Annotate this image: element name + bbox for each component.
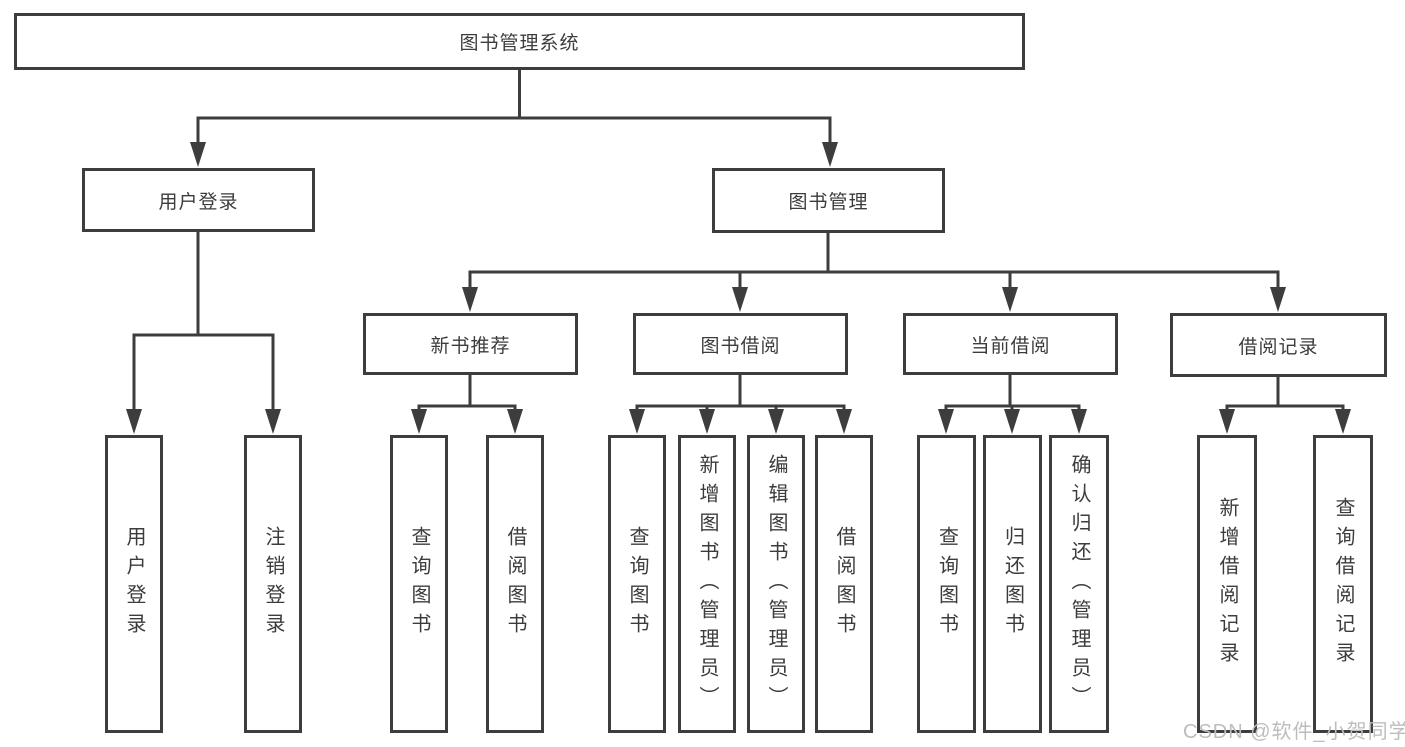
leaf-label: 新增借阅记录	[1216, 497, 1238, 671]
csdn-watermark: CSDN @软件_小贺同学	[1183, 721, 1405, 743]
leaf-recommend-borrow-books: 借阅图书	[486, 435, 544, 733]
leaf-label: 借阅图书	[833, 526, 855, 642]
leaf-logout: 注销登录	[244, 435, 302, 733]
node-user-login: 用户登录	[82, 168, 315, 232]
leaf-label: 注销登录	[262, 526, 284, 642]
leaf-label: 编辑图书（管理员）	[765, 453, 787, 715]
leaf-records-query-record: 查询借阅记录	[1313, 435, 1373, 733]
leaf-borrow-query-books: 查询图书	[608, 435, 666, 733]
leaf-borrow-add-books-admin: 新增图书（管理员）	[678, 435, 736, 733]
leaf-recommend-query-books: 查询图书	[390, 435, 448, 733]
node-borrow-records: 借阅记录	[1170, 313, 1387, 377]
node-book-borrow: 图书借阅	[633, 313, 848, 375]
node-root: 图书管理系统	[14, 13, 1025, 70]
leaf-current-confirm-return-admin: 确认归还（管理员）	[1049, 435, 1109, 733]
leaf-label: 确认归还（管理员）	[1068, 453, 1090, 715]
leaf-user-login: 用户登录	[105, 435, 163, 733]
leaf-label: 新增图书（管理员）	[696, 453, 718, 715]
leaf-label: 查询借阅记录	[1332, 497, 1354, 671]
leaf-current-query-books: 查询图书	[917, 435, 976, 733]
leaf-current-return-books: 归还图书	[983, 435, 1042, 733]
leaf-label: 借阅图书	[504, 526, 526, 642]
leaf-records-add-record: 新增借阅记录	[1197, 435, 1257, 733]
leaf-borrow-borrow-books: 借阅图书	[815, 435, 873, 733]
leaf-label: 用户登录	[123, 526, 145, 642]
leaf-borrow-edit-books-admin: 编辑图书（管理员）	[747, 435, 805, 733]
node-new-book-recommend: 新书推荐	[363, 313, 578, 375]
leaf-label: 查询图书	[408, 526, 430, 642]
node-current-borrow: 当前借阅	[903, 313, 1118, 375]
leaf-label: 查询图书	[626, 526, 648, 642]
leaf-label: 归还图书	[1001, 526, 1024, 642]
node-book-management: 图书管理	[712, 168, 945, 233]
leaf-label: 查询图书	[935, 526, 958, 642]
